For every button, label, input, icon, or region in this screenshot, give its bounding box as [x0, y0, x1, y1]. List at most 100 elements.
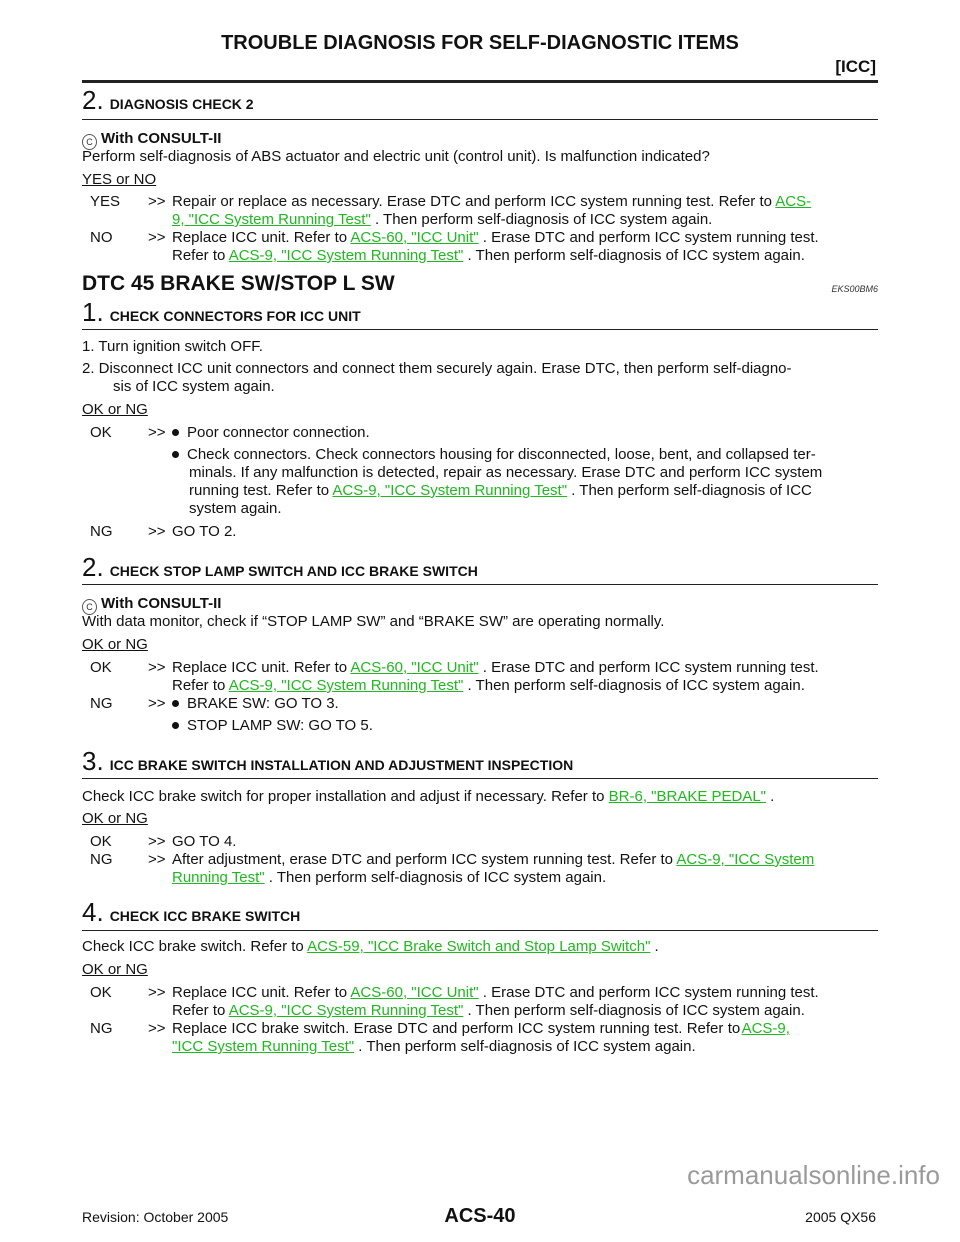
step-heading: 3.ICC BRAKE SWITCH INSTALLATION AND ADJU…	[82, 747, 573, 775]
bullet-item: Poor connector connection.	[172, 424, 370, 442]
text: Replace ICC brake switch. Erase DTC and …	[172, 1020, 742, 1037]
text: Poor connector connection.	[187, 424, 370, 441]
text: Refer to	[172, 247, 229, 264]
link[interactable]: ACS-60, "ICC Unit"	[350, 229, 479, 246]
link[interactable]: 9, "ICC System Running Test"	[172, 211, 371, 228]
result-line: Replace ICC unit. Refer to ACS-60, "ICC …	[172, 229, 819, 247]
link[interactable]: Running Test"	[172, 869, 265, 886]
header-rule	[82, 80, 878, 83]
arrow: >>	[148, 833, 166, 850]
step-heading: 2.CHECK STOP LAMP SWITCH AND ICC BRAKE S…	[82, 553, 478, 581]
link[interactable]: ACS-9, "ICC System Running Test"	[332, 482, 568, 499]
judgement: YES or NO	[82, 171, 157, 188]
link[interactable]: ACS-9, "ICC System Running Test"	[228, 1002, 464, 1019]
text: STOP LAMP SW: GO TO 5.	[187, 717, 373, 734]
judgement: OK or NG	[82, 961, 148, 978]
link[interactable]: ACS-9, "ICC System Running Test"	[228, 677, 464, 694]
list-item: sis of ICC system again.	[113, 378, 275, 395]
link[interactable]: BR-6, "BRAKE PEDAL"	[608, 788, 767, 805]
result-label: NG	[90, 851, 113, 868]
result-label: OK	[90, 424, 112, 441]
text: . Erase DTC and perform ICC system runni…	[478, 229, 819, 246]
arrow: >>	[148, 523, 166, 540]
instruction: Check ICC brake switch for proper instal…	[82, 788, 774, 806]
text: Replace ICC unit. Refer to	[172, 659, 351, 676]
divider	[82, 329, 878, 330]
judgement: OK or NG	[82, 401, 148, 418]
text: Check ICC brake switch for proper instal…	[82, 788, 609, 805]
text: BRAKE SW: GO TO 3.	[187, 695, 339, 712]
instruction: With data monitor, check if “STOP LAMP S…	[82, 613, 665, 630]
page-number: ACS-40	[444, 1205, 516, 1227]
result-label: YES	[90, 193, 121, 210]
section-tag: [ICC]	[835, 57, 876, 76]
list-item: 1. Turn ignition switch OFF.	[82, 338, 263, 355]
text: minals. If any malfunction is detected, …	[189, 464, 823, 481]
result-line: "ICC System Running Test" . Then perform…	[172, 1038, 696, 1056]
arrow: >>	[148, 984, 166, 1001]
text: Refer to	[172, 1002, 229, 1019]
text: GO TO 4.	[172, 833, 237, 850]
text: After adjustment, erase DTC and perform …	[172, 851, 677, 868]
step-heading: 1.CHECK CONNECTORS FOR ICC UNIT	[82, 298, 361, 326]
dtc-title: DTC 45 BRAKE SW/STOP L SW	[82, 272, 395, 295]
link[interactable]: ACS-9, "ICC System	[676, 851, 815, 868]
link[interactable]: ACS-60, "ICC Unit"	[350, 984, 479, 1001]
bullet-icon	[172, 722, 179, 729]
result-line: Running Test" . Then perform self-diagno…	[172, 869, 606, 887]
step-number: 2.	[82, 552, 104, 582]
step-title: DIAGNOSIS CHECK 2	[109, 96, 254, 112]
result-line: Replace ICC unit. Refer to ACS-60, "ICC …	[172, 659, 819, 677]
link[interactable]: "ICC System Running Test"	[172, 1038, 355, 1055]
instruction: Perform self-diagnosis of ABS actuator a…	[82, 148, 710, 165]
result-label: OK	[90, 833, 112, 850]
text: . Then perform self-diagnosis of ICC	[567, 482, 812, 499]
result-line: After adjustment, erase DTC and perform …	[172, 851, 814, 869]
bullet-icon	[172, 700, 179, 707]
divider	[82, 930, 878, 931]
instruction: Check ICC brake switch. Refer to ACS-59,…	[82, 938, 659, 956]
result-label: OK	[90, 659, 112, 676]
text: . Erase DTC and perform ICC system runni…	[478, 659, 819, 676]
link[interactable]: ACS-	[775, 193, 812, 210]
list-item: 2. Disconnect ICC unit connectors and co…	[82, 360, 792, 377]
step-number: 2.	[82, 85, 104, 115]
link[interactable]: ACS-59, "ICC Brake Switch and Stop Lamp …	[307, 938, 651, 955]
step-title: CHECK ICC BRAKE SWITCH	[109, 908, 301, 924]
page-title: TROUBLE DIAGNOSIS FOR SELF-DIAGNOSTIC IT…	[221, 32, 739, 54]
divider	[82, 778, 878, 779]
consult-icon: C	[82, 134, 97, 150]
text: . Then perform self-diagnosis of ICC sys…	[463, 1002, 805, 1019]
step-number: 1.	[82, 297, 104, 327]
link[interactable]: ACS-60, "ICC Unit"	[350, 659, 479, 676]
judgement: OK or NG	[82, 636, 148, 653]
text: GO TO 2.	[172, 523, 237, 540]
link[interactable]: ACS-9, "ICC System Running Test"	[228, 247, 464, 264]
result-line: Refer to ACS-9, "ICC System Running Test…	[172, 677, 805, 695]
result-line: running test. Refer to ACS-9, "ICC Syste…	[189, 482, 812, 500]
consult-text: With CONSULT-II	[101, 595, 222, 612]
result-label: NG	[90, 523, 113, 540]
text: system again.	[189, 500, 282, 517]
result-line: Replace ICC unit. Refer to ACS-60, "ICC …	[172, 984, 819, 1002]
arrow: >>	[148, 193, 166, 210]
text: . Then perform self-diagnosis of ICC sys…	[463, 247, 805, 264]
consult-icon: C	[82, 599, 97, 615]
model-name: 2005 QX56	[805, 1209, 876, 1225]
arrow: >>	[148, 1020, 166, 1037]
step-heading: 2. DIAGNOSIS CHECK 2	[82, 86, 254, 114]
text: running test. Refer to	[189, 482, 333, 499]
result-label: NG	[90, 1020, 113, 1037]
doc-code: EKS00BM6	[831, 284, 878, 294]
text: Check connectors. Check connectors housi…	[187, 446, 816, 463]
arrow: >>	[148, 695, 166, 712]
result-line: 9, "ICC System Running Test" . Then perf…	[172, 211, 712, 229]
text: . Erase DTC and perform ICC system runni…	[478, 984, 819, 1001]
link[interactable]: ACS-9,	[741, 1020, 790, 1037]
judgement: OK or NG	[82, 810, 148, 827]
divider	[82, 119, 878, 120]
text: Replace ICC unit. Refer to	[172, 229, 351, 246]
text: Repair or replace as necessary. Erase DT…	[172, 193, 776, 210]
